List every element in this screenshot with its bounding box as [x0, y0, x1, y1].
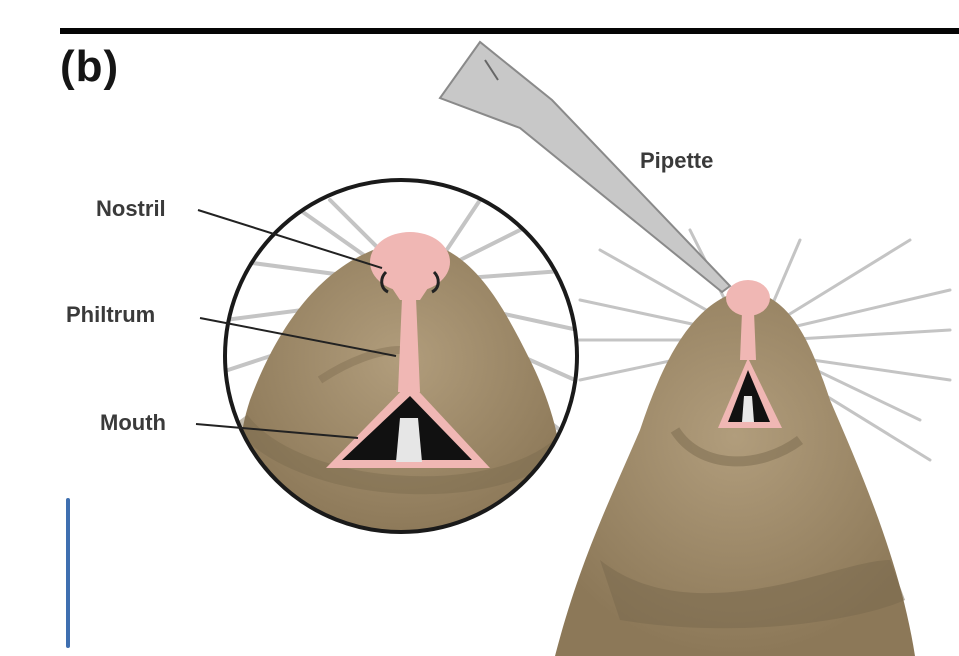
- zoom-inset: [225, 180, 578, 540]
- mouth-label: Mouth: [100, 410, 166, 436]
- philtrum-label: Philtrum: [66, 302, 155, 328]
- left-edge-fragment: [66, 498, 70, 648]
- rat-body: [555, 230, 950, 656]
- pipette-label: Pipette: [640, 148, 713, 174]
- nostril-label: Nostril: [96, 196, 166, 222]
